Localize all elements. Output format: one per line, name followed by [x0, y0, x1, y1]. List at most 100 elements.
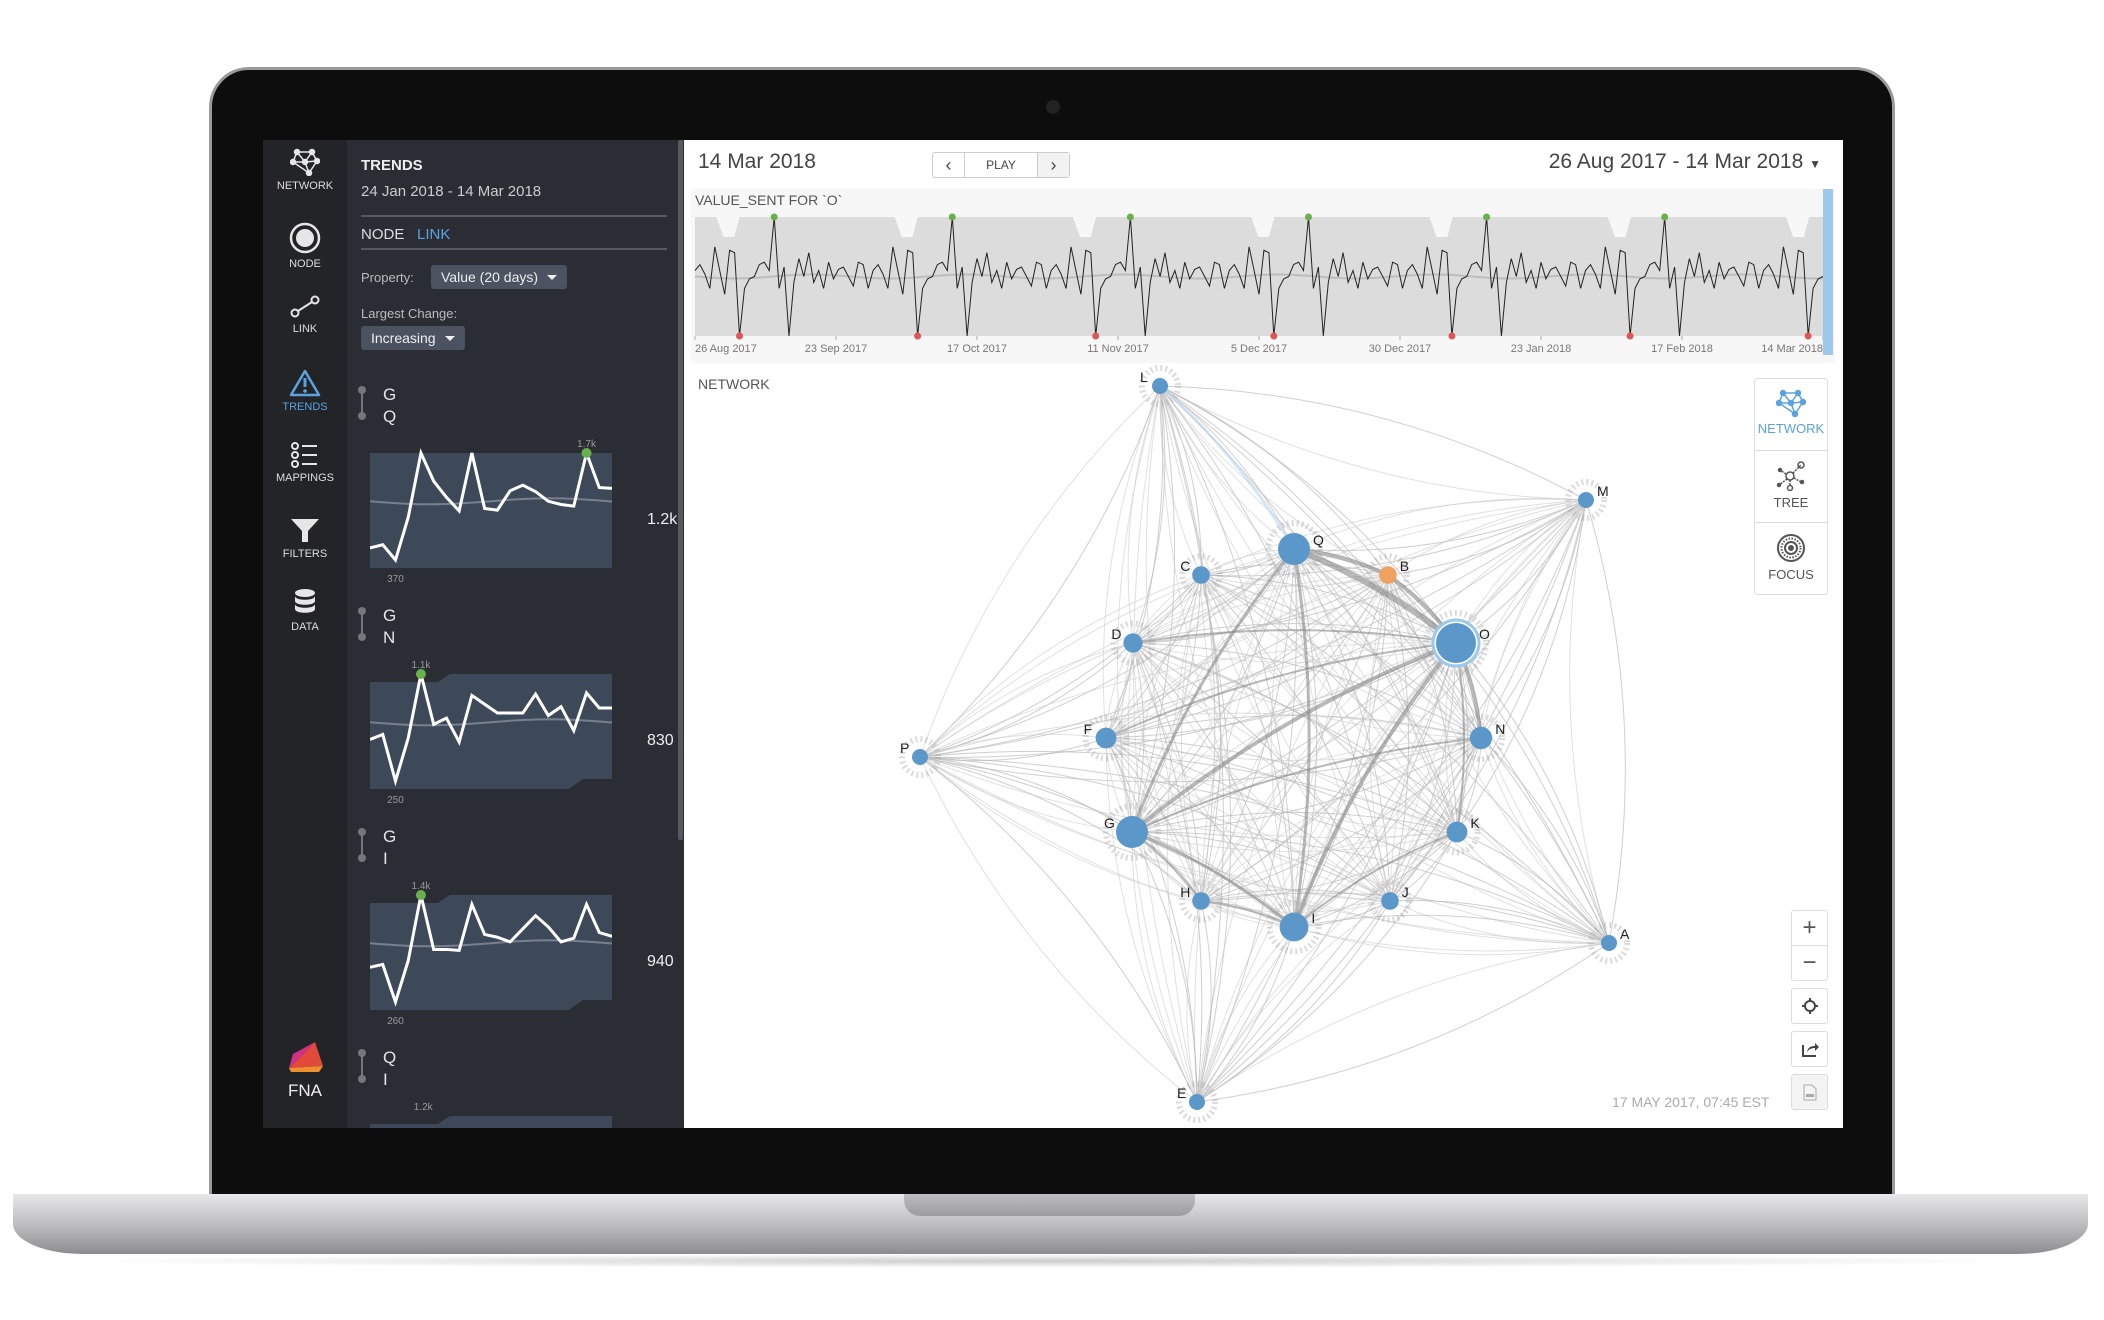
node-icon — [263, 222, 347, 254]
source-node: G — [383, 827, 397, 846]
arrowheads — [899, 736, 941, 778]
timeline-average-line — [694, 273, 1823, 280]
play-button[interactable]: PLAY — [986, 158, 1016, 172]
current-date: 14 Mar 2018 — [698, 150, 816, 173]
x-tick-label: 5 Dec 2017 — [1231, 343, 1287, 355]
edge — [1131, 548, 1295, 833]
sparkline-max-point — [415, 669, 426, 679]
edge — [1131, 548, 1295, 833]
nav-network[interactable]: NETWORK — [263, 142, 347, 212]
node-M[interactable]: M — [1565, 479, 1609, 521]
view-network-button[interactable]: NETWORK — [1755, 379, 1827, 451]
minus-icon: − — [1802, 949, 1817, 976]
largest-change-dropdown[interactable]: Increasing — [361, 326, 465, 350]
node-H[interactable]: H — [1179, 879, 1223, 923]
node-D[interactable]: D — [1110, 620, 1156, 666]
edge — [1196, 900, 1212, 1103]
x-tick-label: 23 Jan 2018 — [1511, 343, 1572, 355]
edge — [1159, 385, 1216, 902]
property-dropdown[interactable]: Value (20 days) — [431, 265, 568, 289]
tab-link[interactable]: LINK — [417, 226, 451, 243]
edge — [1132, 623, 1457, 644]
link-connector-icon — [358, 386, 366, 420]
node-label: B — [1400, 558, 1409, 574]
nav-filters[interactable]: FILTERS — [263, 510, 347, 580]
edge — [919, 574, 1389, 758]
edge — [1145, 385, 1202, 902]
tab-node[interactable]: NODE — [361, 226, 405, 243]
edge — [1196, 831, 1458, 1103]
edge — [1389, 642, 1457, 902]
zoom-out-button[interactable]: − — [1791, 945, 1828, 981]
scrollbar[interactable] — [678, 140, 683, 840]
node-label: K — [1470, 815, 1480, 831]
view-focus-button[interactable]: FOCUS — [1755, 523, 1827, 595]
edge — [1105, 499, 1587, 739]
nav-link[interactable]: LINK — [263, 289, 347, 359]
node-I[interactable]: I — [1266, 899, 1322, 955]
nav-mappings[interactable]: MAPPINGS — [263, 436, 347, 506]
node-N[interactable]: N — [1456, 713, 1506, 763]
database-icon — [263, 589, 347, 617]
node-K[interactable]: K — [1433, 808, 1481, 856]
node-circle — [912, 749, 928, 765]
nav-node[interactable]: NODE — [263, 216, 347, 286]
edge — [1159, 385, 1587, 501]
node-A[interactable]: A — [1588, 922, 1630, 964]
node-B[interactable]: B — [1366, 553, 1410, 597]
edge — [1200, 889, 1391, 902]
timeline-brush-handle[interactable] — [1823, 189, 1833, 355]
edge — [1105, 737, 1458, 833]
peak-marker — [948, 213, 956, 221]
node-O[interactable]: O — [1423, 610, 1490, 676]
trough-marker — [1270, 332, 1278, 340]
timeline-title: VALUE_SENT FOR `O` — [695, 192, 842, 208]
node-J[interactable]: J — [1368, 879, 1412, 923]
source-node: G — [383, 385, 397, 404]
plus-icon: + — [1802, 914, 1817, 941]
arrowheads — [1082, 714, 1130, 762]
edge — [1293, 548, 1318, 928]
zoom-in-button[interactable]: + — [1791, 910, 1828, 946]
camera — [1046, 100, 1060, 114]
node-Q[interactable]: Q — [1265, 520, 1324, 578]
edge — [1131, 642, 1457, 833]
view-tree-button[interactable]: TREE — [1755, 451, 1827, 523]
property-label: Property: — [361, 270, 414, 285]
csv-file-icon — [1803, 1084, 1816, 1100]
share-button[interactable] — [1791, 1031, 1828, 1067]
edge — [1293, 548, 1458, 833]
edge — [1368, 574, 1391, 902]
edge — [1105, 574, 1202, 739]
node-L[interactable]: L — [1139, 365, 1181, 407]
network-graph[interactable]: L M Q C B D O F N P G K H J I A E — [684, 360, 1843, 1128]
node-label: C — [1180, 558, 1190, 574]
node-P[interactable]: P — [899, 736, 941, 778]
node-E[interactable]: E — [1176, 1081, 1218, 1123]
sparkline-band — [370, 1116, 612, 1128]
node-G[interactable]: G — [1103, 803, 1161, 861]
node-circle — [1381, 892, 1399, 910]
edge — [1389, 900, 1610, 944]
next-button[interactable]: › — [1037, 153, 1069, 177]
edge — [1196, 499, 1587, 1103]
sparkline-min-label: 260 — [387, 1016, 404, 1027]
arrowheads — [1265, 520, 1323, 578]
recenter-button[interactable] — [1791, 988, 1828, 1024]
export-csv-button[interactable] — [1791, 1074, 1828, 1110]
edge — [1455, 642, 1610, 944]
prev-button[interactable]: ‹ — [933, 153, 965, 177]
nav-trends[interactable]: TRENDS — [263, 363, 347, 433]
node-F[interactable]: F — [1082, 714, 1130, 762]
peak-marker — [1661, 213, 1669, 221]
sparkline-line — [370, 894, 612, 1007]
date-range-dropdown[interactable]: 26 Aug 2017 - 14 Mar 2018 ▼ — [1549, 150, 1821, 174]
edge — [1480, 737, 1610, 944]
nav-data[interactable]: DATA — [263, 583, 347, 653]
